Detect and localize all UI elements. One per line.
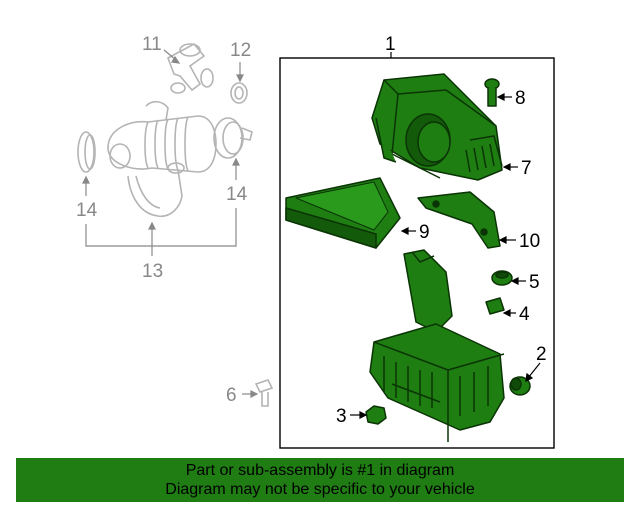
leader-9-arrow bbox=[400, 227, 409, 235]
leader-lines bbox=[350, 52, 541, 419]
leader-3-arrow bbox=[359, 411, 368, 419]
leader-14-left-arrow bbox=[82, 175, 90, 184]
leader-11-arrow bbox=[171, 55, 181, 64]
leader-8-arrow bbox=[496, 93, 505, 101]
callout-4: 4 bbox=[519, 304, 530, 325]
callout-labels: 1 8 7 9 10 5 4 2 3 11 12 14 14 13 6 bbox=[76, 34, 547, 427]
part-5-grommet bbox=[491, 270, 513, 286]
callout-5: 5 bbox=[529, 272, 540, 293]
callout-2: 2 bbox=[536, 344, 547, 365]
callout-7: 7 bbox=[521, 158, 532, 179]
part-8-bolt bbox=[484, 78, 500, 107]
part-2-plug bbox=[509, 376, 531, 396]
banner-line-2: Diagram may not be specific to your vehi… bbox=[165, 481, 475, 498]
disclaimer-banner: Part or sub-assembly is #1 in diagram Di… bbox=[16, 458, 624, 502]
leader-14-right-arrow bbox=[232, 157, 240, 166]
part-4-grommet bbox=[485, 297, 505, 315]
callout-9: 9 bbox=[419, 222, 430, 243]
leader-6-arrow bbox=[250, 390, 259, 398]
air-cleaner-assembly bbox=[285, 73, 531, 442]
leader-2-arrow bbox=[525, 372, 534, 383]
callout-13: 13 bbox=[142, 261, 163, 282]
banner-line-1: Part or sub-assembly is #1 in diagram bbox=[185, 462, 455, 479]
part-14-left-clamp bbox=[77, 131, 96, 173]
leader-10-arrow bbox=[498, 236, 507, 244]
leader-2 bbox=[527, 362, 541, 379]
part-11-elbow bbox=[167, 42, 214, 94]
callout-6: 6 bbox=[226, 385, 237, 406]
callout-10: 10 bbox=[519, 231, 540, 252]
callout-14-left: 14 bbox=[76, 200, 98, 221]
part-6-bolt bbox=[254, 379, 274, 407]
callout-14-right: 14 bbox=[226, 184, 248, 205]
callout-1: 1 bbox=[385, 34, 396, 55]
lower-housing bbox=[369, 249, 505, 442]
part-10-bracket bbox=[417, 191, 501, 249]
throttle-hose-context bbox=[77, 42, 253, 218]
part-7-upper-cover bbox=[371, 73, 503, 181]
callout-12: 12 bbox=[230, 40, 251, 61]
part-13-intake-hose bbox=[107, 100, 217, 218]
callout-8: 8 bbox=[515, 88, 526, 109]
part-12-ring bbox=[230, 82, 248, 104]
leader-13-bracket bbox=[85, 208, 237, 247]
callout-3: 3 bbox=[336, 406, 347, 427]
leader-5-arrow bbox=[510, 277, 519, 285]
leader-lines-grey bbox=[82, 49, 259, 398]
leader-12-arrow bbox=[236, 74, 244, 83]
leader-13-arrow bbox=[148, 221, 156, 230]
part-9-filter bbox=[285, 177, 401, 249]
part-14-right-clamp bbox=[213, 117, 253, 159]
callout-11: 11 bbox=[142, 34, 162, 55]
part-3-grommet bbox=[365, 405, 387, 425]
leader-7-arrow bbox=[502, 163, 511, 171]
leader-4-arrow bbox=[502, 309, 511, 317]
assembly-frame bbox=[279, 57, 555, 449]
